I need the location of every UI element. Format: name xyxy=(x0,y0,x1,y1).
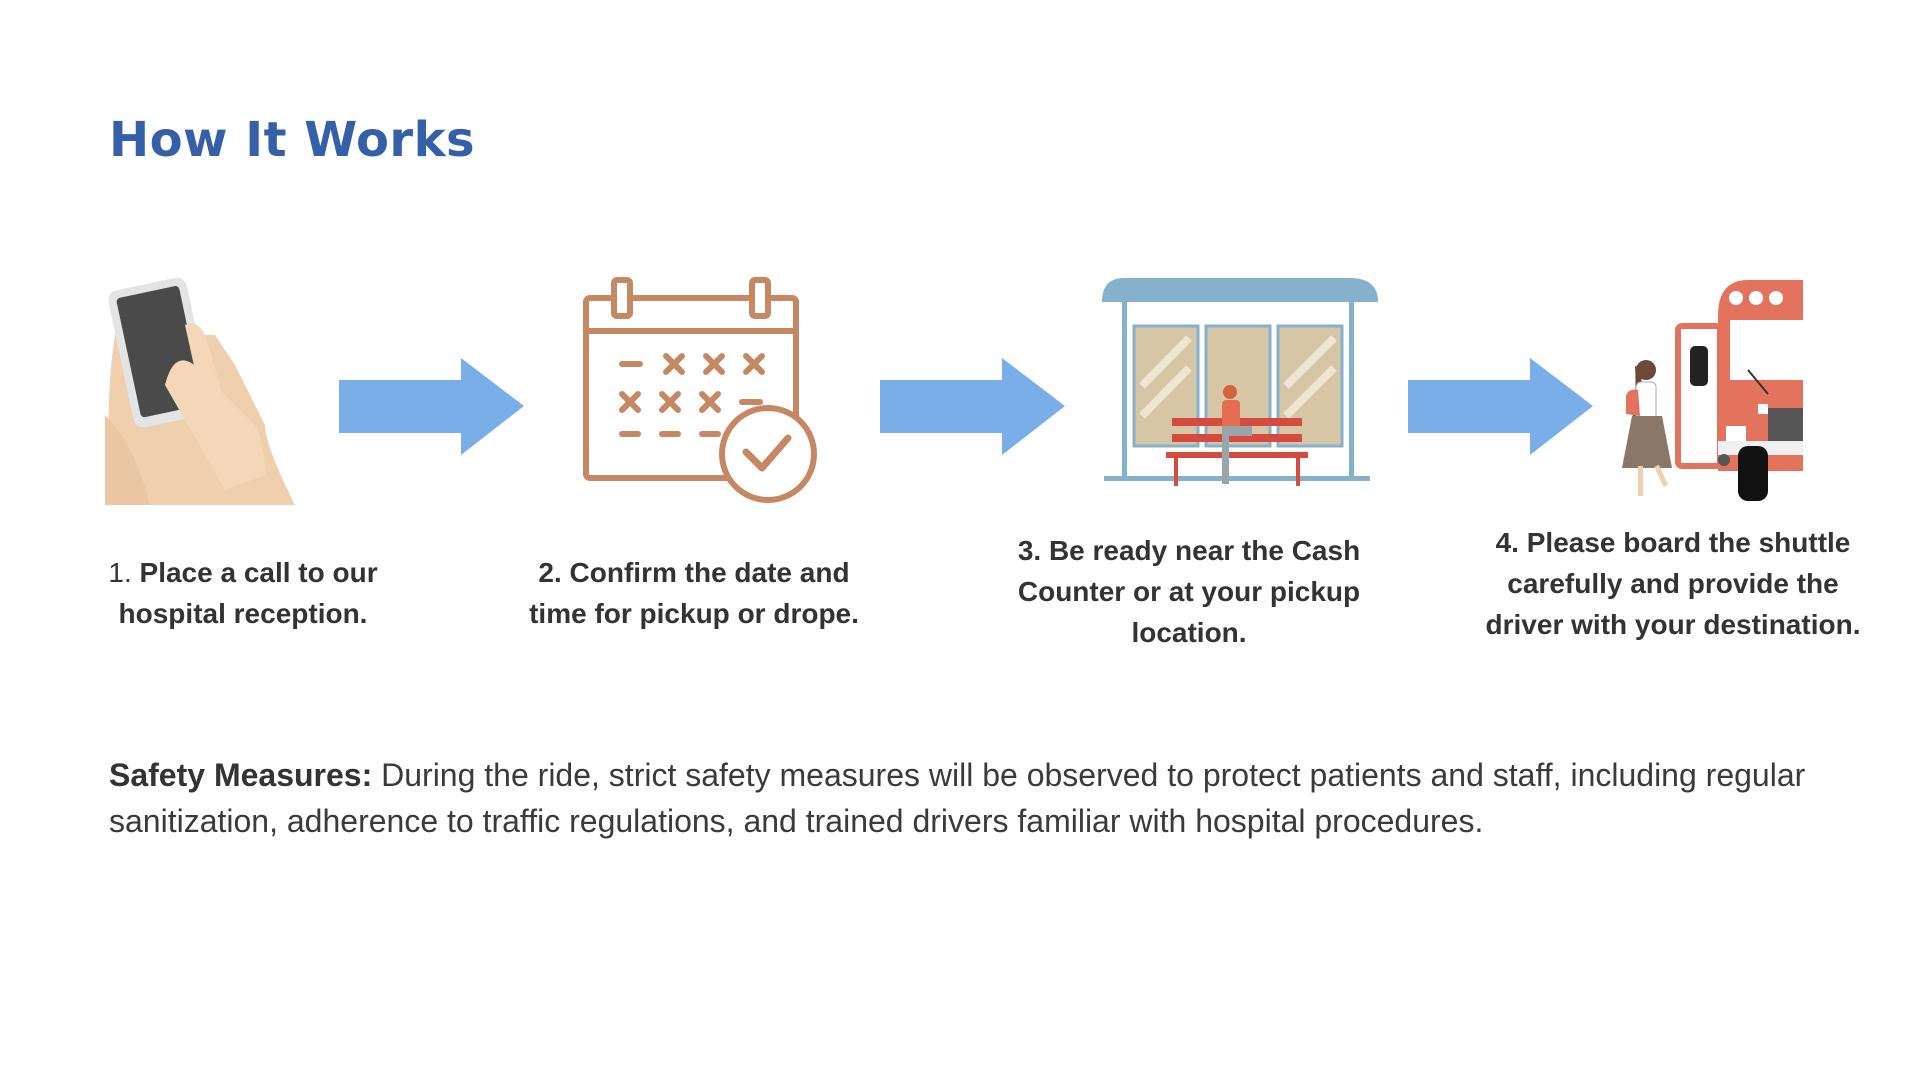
step-3-line-3: location. xyxy=(1131,617,1247,648)
step-4-line-1: 4. Please board the shuttle xyxy=(1495,527,1851,558)
phone-in-hand-icon xyxy=(105,277,295,505)
step-3-caption: 3. Be ready near the Cash Counter or at … xyxy=(1004,530,1374,653)
step-1-line-2: hospital reception. xyxy=(118,598,368,629)
calendar-check-icon xyxy=(583,277,817,503)
step-4-line-3: driver with your destination. xyxy=(1485,609,1861,640)
step-1-text: Place a call to our xyxy=(139,557,378,588)
step-2-caption: 2. Confirm the date and time for pickup … xyxy=(511,552,877,634)
page-title: How It Works xyxy=(109,112,476,168)
right-arrow-icon xyxy=(880,358,1065,455)
step-1-number: 1. xyxy=(108,557,132,588)
step-4-caption: 4. Please board the shuttle carefully an… xyxy=(1468,522,1878,645)
safety-measures-label: Safety Measures: xyxy=(109,757,373,793)
right-arrow-icon xyxy=(1408,358,1593,455)
step-3-line-2: Counter or at your pickup xyxy=(1017,576,1361,607)
step-3-line-1: 3. Be ready near the Cash xyxy=(1017,535,1361,566)
shuttle-bus-icon xyxy=(1622,280,1803,501)
safety-measures-paragraph: Safety Measures: During the ride, strict… xyxy=(109,752,1829,844)
bus-stop-icon xyxy=(1102,278,1378,486)
step-2-line-2: time for pickup or drope. xyxy=(529,598,859,629)
step-2-line-1: 2. Confirm the date and xyxy=(538,557,850,588)
step-1-caption: 1. Place a call to our hospital receptio… xyxy=(78,552,408,634)
safety-measures-text: During the ride, strict safety measures … xyxy=(109,757,1806,839)
step-4-line-2: carefully and provide the xyxy=(1507,568,1839,599)
step-1-line-1: 1. Place a call to our xyxy=(78,552,408,593)
right-arrow-icon xyxy=(339,358,524,455)
